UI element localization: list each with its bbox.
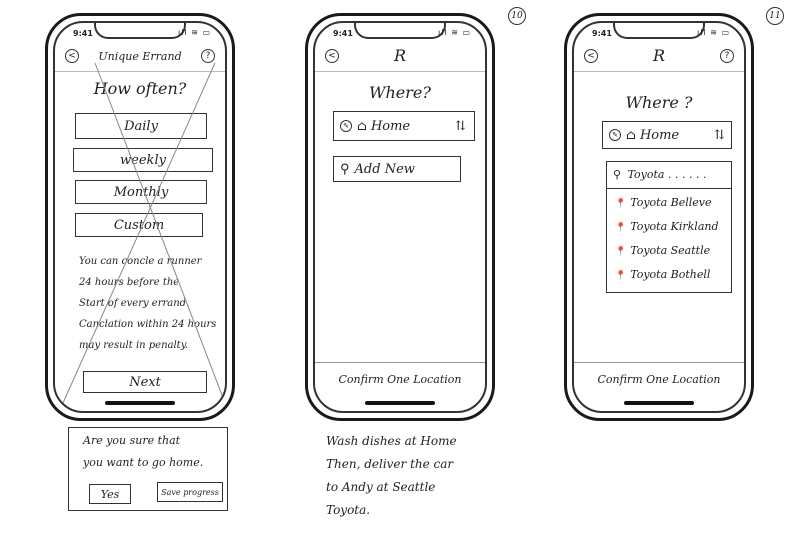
search-results-panel: ⚲ Toyota . . . . . . 📍Toyota Belleve 📍To… [606, 161, 732, 293]
phone-frame-where-search: 9:41 ıll ≋ ▭ < R ? Where ? ✎ ⌂ Home ⇅ ⚲ … [564, 13, 754, 421]
note-line: to Andy at Seattle [326, 480, 436, 494]
info-line: Canclation within 24 hours [79, 319, 217, 330]
where-heading: Where? [369, 83, 431, 102]
where-heading: Where ? [625, 93, 693, 112]
note-line: Toyota. [326, 503, 371, 517]
option-custom-button[interactable]: Custom [75, 213, 203, 237]
notch [94, 23, 186, 39]
status-icons: ıll ≋ ▭ [437, 28, 471, 37]
bottom-bar: Confirm One Location [574, 362, 744, 411]
help-button[interactable]: ? [201, 49, 215, 63]
save-progress-button[interactable]: Save progress [157, 482, 223, 502]
home-location-selector[interactable]: ✎ ⌂ Home ⇅ [333, 111, 475, 141]
option-weekly-button[interactable]: weekly [73, 148, 213, 172]
dialog-line: you want to go home. [83, 456, 204, 469]
home-indicator [105, 401, 175, 405]
notch [613, 23, 705, 39]
result-item[interactable]: 📍Toyota Seattle [615, 244, 710, 257]
option-daily-button[interactable]: Daily [75, 113, 207, 139]
search-icon: ⚲ [340, 161, 350, 177]
notch [354, 23, 446, 39]
dialog-message: Are you sure that you want to go home. [83, 430, 203, 474]
reorder-arrows-icon: ⇅ [714, 127, 725, 143]
status-time: 9:41 [333, 29, 353, 38]
help-button[interactable]: ? [720, 49, 734, 63]
back-button[interactable]: < [325, 49, 339, 63]
info-line: Start of every errand. [79, 298, 190, 309]
result-item[interactable]: 📍Toyota Kirkland [615, 220, 719, 233]
yes-button[interactable]: Yes [89, 484, 131, 504]
result-label: Toyota Kirkland [630, 220, 719, 233]
phone-frame-where: 9:41 ıll ≋ ▭ < R Where? ✎ ⌂ Home ⇅ ⚲ Add… [305, 13, 495, 421]
page-title: Unique Errand [98, 50, 182, 63]
house-icon: ⌂ [357, 118, 367, 134]
back-icon: < [328, 51, 336, 61]
info-line: You can concle a runner [79, 256, 202, 267]
screen-how-often: 9:41 ıll ≋ ▭ < Unique Errand ? How often… [53, 21, 227, 413]
nav-bar: < Unique Errand ? [55, 45, 225, 72]
page-number-badge: 10 [508, 7, 526, 25]
status-time: 9:41 [73, 29, 93, 38]
cancellation-info: You can concle a runner 24 hours before … [79, 251, 225, 356]
option-monthly-button[interactable]: Monthly [75, 180, 207, 204]
note-line: Then, deliver the car [326, 457, 454, 471]
bottom-bar: Confirm One Location [315, 362, 485, 411]
page-title: R [652, 46, 666, 65]
info-line: 24 hours before the [79, 277, 180, 288]
info-line: may result in penalty. [79, 340, 189, 351]
status-time: 9:41 [592, 29, 612, 38]
add-new-label: Add New [354, 161, 415, 177]
pin-icon: 📍 [615, 223, 627, 233]
edit-icon: ✎ [609, 129, 621, 141]
result-label: Toyota Bothell [630, 268, 711, 281]
confirm-location-button[interactable]: Confirm One Location [338, 373, 462, 386]
pin-icon: 📍 [615, 199, 627, 209]
go-home-dialog: Are you sure that you want to go home. Y… [68, 427, 228, 511]
back-icon: < [68, 51, 76, 61]
scenario-note: Wash dishes at Home Then, deliver the ca… [326, 430, 457, 522]
home-label: Home [370, 118, 411, 134]
status-icons: ıll ≋ ▭ [696, 28, 730, 37]
back-button[interactable]: < [65, 49, 79, 63]
pin-icon: 📍 [615, 271, 627, 281]
back-button[interactable]: < [584, 49, 598, 63]
home-label: Home [639, 127, 680, 143]
search-query: Toyota . . . . . . [627, 168, 707, 181]
home-indicator [365, 401, 435, 405]
search-input[interactable]: ⚲ Toyota . . . . . . [607, 162, 731, 189]
next-button[interactable]: Next [83, 371, 207, 393]
nav-bar: < R [315, 45, 485, 72]
screen-where: 9:41 ıll ≋ ▭ < R Where? ✎ ⌂ Home ⇅ ⚲ Add… [313, 21, 487, 413]
home-location-selector[interactable]: ✎ ⌂ Home ⇅ [602, 121, 732, 149]
search-icon: ⚲ [613, 168, 622, 181]
home-indicator [624, 401, 694, 405]
result-label: Toyota Seattle [630, 244, 711, 257]
result-item[interactable]: 📍Toyota Bothell [615, 268, 710, 281]
page-title: R [393, 46, 407, 65]
help-icon: ? [205, 51, 211, 61]
screen-where-search: 9:41 ıll ≋ ▭ < R ? Where ? ✎ ⌂ Home ⇅ ⚲ … [572, 21, 746, 413]
result-label: Toyota Belleve [630, 196, 712, 209]
house-icon: ⌂ [626, 127, 636, 143]
add-new-button[interactable]: ⚲ Add New [333, 156, 461, 182]
help-icon: ? [724, 51, 730, 61]
confirm-location-button[interactable]: Confirm One Location [597, 373, 721, 386]
status-icons: ıll ≋ ▭ [177, 28, 211, 37]
result-item[interactable]: 📍Toyota Belleve [615, 196, 712, 209]
edit-icon: ✎ [340, 120, 352, 132]
how-often-heading: How often? [93, 79, 187, 98]
dialog-line: Are you sure that [83, 434, 181, 447]
note-line: Wash dishes at Home [326, 434, 457, 448]
reorder-arrows-icon: ⇅ [455, 118, 466, 134]
back-icon: < [587, 51, 595, 61]
page-number-badge: 11 [766, 7, 784, 25]
phone-frame-how-often: 9:41 ıll ≋ ▭ < Unique Errand ? How often… [45, 13, 235, 421]
nav-bar: < R ? [574, 45, 744, 72]
pin-icon: 📍 [615, 247, 627, 257]
